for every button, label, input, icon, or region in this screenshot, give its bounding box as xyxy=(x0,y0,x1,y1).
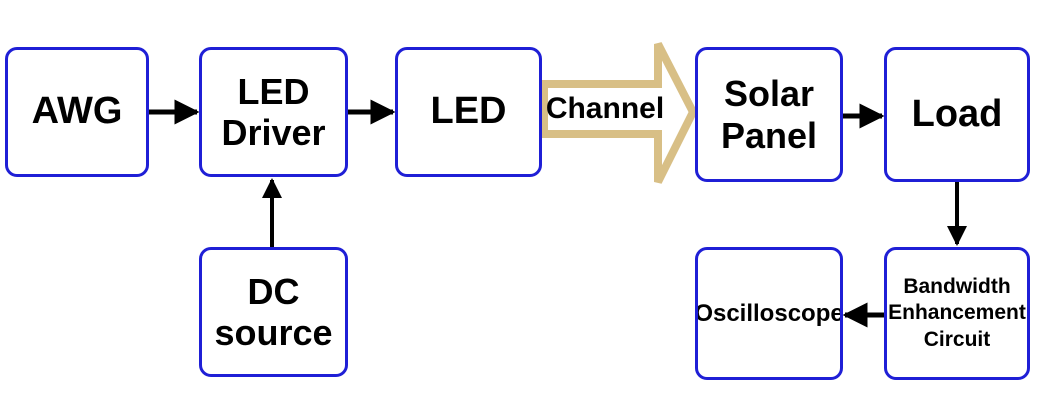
load-block: Load xyxy=(884,47,1030,182)
load-label: Load xyxy=(911,92,1003,135)
awg-label: AWG xyxy=(31,90,123,133)
dc-source-block: DC source xyxy=(199,247,348,377)
led-driver-block: LED Driver xyxy=(199,47,348,177)
oscilloscope-label: Oscilloscope xyxy=(695,299,843,327)
channel-label: Channel xyxy=(545,92,665,125)
channel-arrow xyxy=(540,42,698,184)
awg-block: AWG xyxy=(5,47,149,177)
oscilloscope-block: Oscilloscope xyxy=(695,247,843,380)
bandwidth-enhancement-circuit-block: Bandwidth Enhancement Circuit xyxy=(884,247,1030,380)
solar-panel-label: Solar Panel xyxy=(720,73,818,156)
led-block: LED xyxy=(395,47,542,177)
dc-source-label: DC source xyxy=(214,270,333,353)
bandwidth-enhancement-circuit-label: Bandwidth Enhancement Circuit xyxy=(888,275,1026,351)
led-label: LED xyxy=(430,90,507,133)
solar-panel-block: Solar Panel xyxy=(695,47,843,182)
led-driver-label: LED Driver xyxy=(221,70,326,153)
